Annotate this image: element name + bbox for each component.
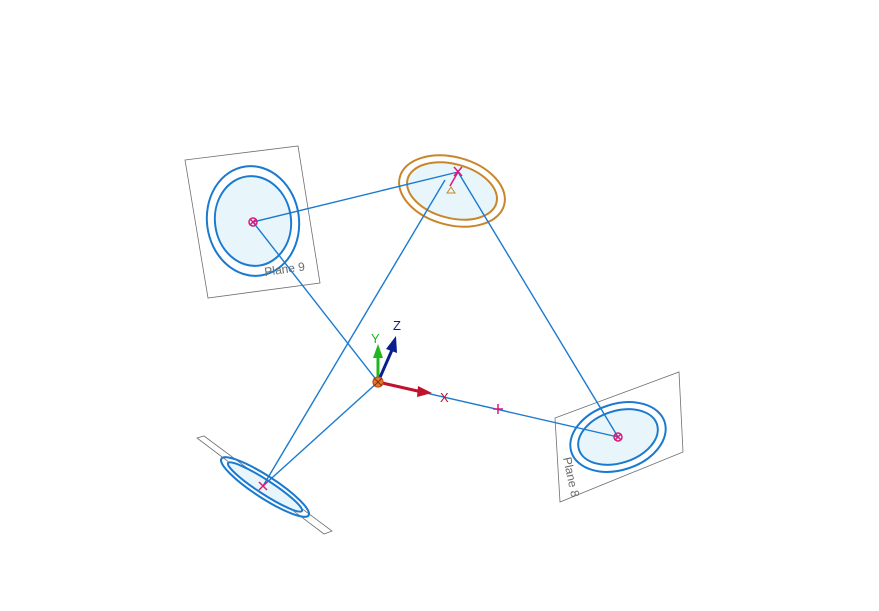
plane-9-outer-circle[interactable] [200, 160, 306, 282]
z-axis-arrow [386, 336, 397, 353]
y-axis-label: Y [371, 331, 380, 346]
sketch-point-icon[interactable] [613, 432, 623, 442]
profile-start-marker-icon [446, 186, 456, 194]
plane-8-border[interactable] [554, 371, 684, 503]
path-line-plane9-to-origin[interactable] [252, 221, 379, 383]
selected-profile-inner[interactable] [401, 153, 504, 229]
origin-icon[interactable] [372, 376, 384, 388]
sketch-point-icon[interactable] [258, 481, 268, 491]
z-axis-line [376, 349, 394, 383]
plane-8-outer-circle[interactable] [561, 390, 675, 483]
path-line-plane9-to-top[interactable] [252, 171, 459, 223]
z-axis-label: Z [393, 318, 401, 333]
path-line-top-to-plane8[interactable] [457, 171, 619, 438]
coordinate-triad-icon[interactable]: X Y Z [371, 318, 449, 405]
y-axis-arrow [373, 344, 383, 358]
selected-profile-outer[interactable] [391, 144, 513, 238]
plane-bottom-left-outer-circle[interactable] [215, 449, 314, 524]
x-axis-label: X [440, 390, 449, 405]
selected-profile-top[interactable] [391, 144, 513, 238]
sketch-point-icon[interactable] [449, 166, 463, 187]
x-axis-arrow [417, 386, 432, 397]
path-lines[interactable] [252, 171, 619, 487]
plane-9-border[interactable] [184, 145, 321, 299]
sketch-point-icon[interactable] [248, 217, 258, 227]
sketch-points[interactable] [248, 166, 623, 491]
path-line-origin-to-bottom-left[interactable] [262, 381, 379, 487]
plane-9-label: Plane 9 [263, 259, 306, 279]
path-line-bottom-left-to-top[interactable] [262, 179, 446, 487]
midpoint-icon[interactable] [493, 404, 503, 414]
x-axis-line [377, 380, 423, 394]
